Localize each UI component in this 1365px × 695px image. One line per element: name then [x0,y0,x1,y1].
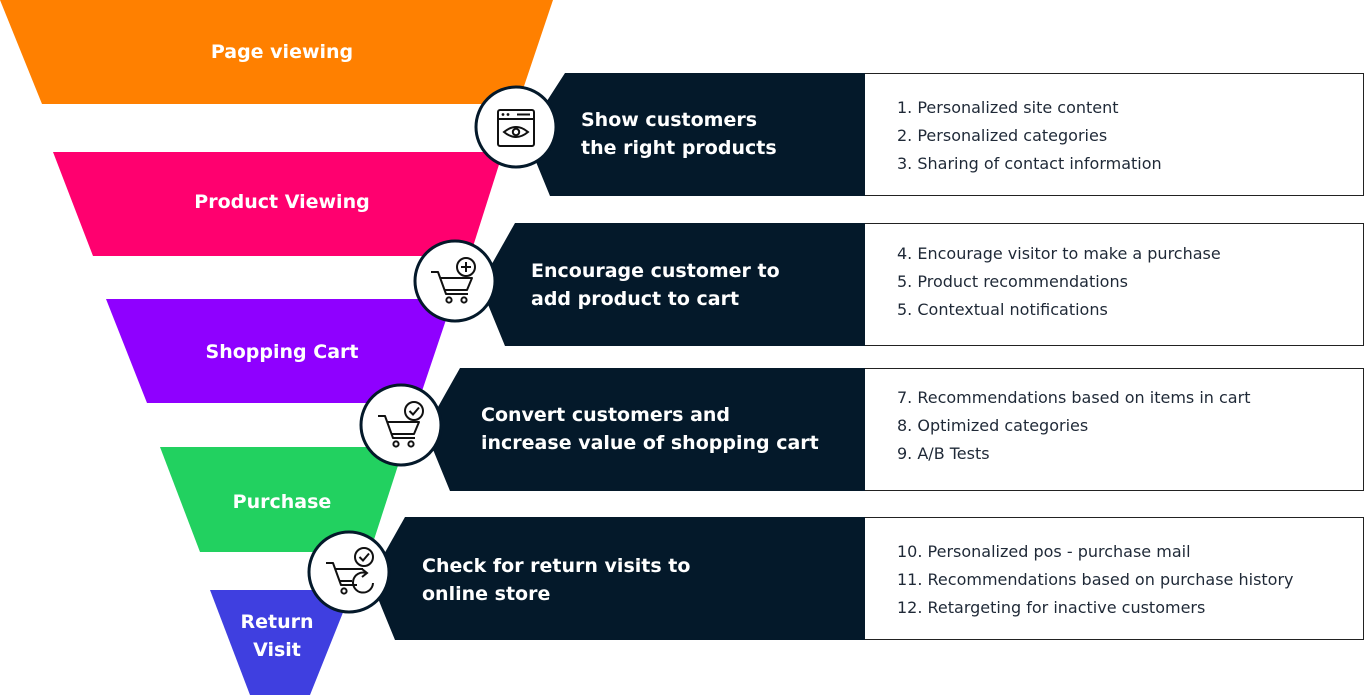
action-panel-3 [425,368,865,491]
action-text-line: add product to cart [531,288,740,310]
list-item: 9. A/B Tests [897,444,990,463]
list-item: 8. Optimized categories [897,416,1089,435]
list-item: 5. Product recommendations [897,272,1128,291]
list-item: 2. Personalized categories [897,126,1108,145]
list-item: 3. Sharing of contact information [897,154,1162,173]
action-text-line: increase value of shopping cart [481,432,819,454]
action-text-line: Show customers [581,109,758,131]
funnel-band-page-viewing [0,0,553,104]
list-item: 12. Retargeting for inactive customers [897,598,1206,617]
list-item: 4. Encourage visitor to make a purchase [897,244,1221,263]
action-text-line: Check for return visits to [422,555,691,577]
list-item: 7. Recommendations based on items in car… [897,388,1251,407]
list-item: 5. Contextual notifications [897,300,1108,319]
funnel-band-purchase [160,447,404,552]
action-panel-2 [480,223,865,346]
cart-check-icon [359,383,443,467]
cart-return-icon [307,530,391,614]
list-box-2 [863,223,1364,346]
funnel-band-return-visit [210,590,352,695]
action-text-line: online store [422,583,551,605]
action-text-line: Convert customers and [481,404,731,426]
funnel-band-shopping-cart [106,299,453,403]
action-text-1: Show customers the right products [581,106,777,162]
action-text-4: Check for return visits to online store [422,552,690,608]
action-panel-4 [370,517,865,640]
action-text-line: Encourage customer to [531,260,780,282]
list-item: 1. Personalized site content [897,98,1119,117]
cart-plus-icon [413,239,497,323]
list-item: 10. Personalized pos - purchase mail [897,542,1191,561]
action-text-2: Encourage customer to add product to car… [531,257,780,313]
funnel-band-product-viewing [53,152,503,256]
funnel-label-page-viewing: Page viewing [210,41,354,63]
list-box-3 [863,368,1364,491]
list-box-1 [863,73,1364,196]
browser-eye-icon [474,85,558,169]
funnel-label-purchase: Purchase [232,491,332,513]
list-item: 11. Recommendations based on purchase hi… [897,570,1294,589]
funnel-label-product-viewing: Product Viewing [194,191,370,213]
funnel-label-shopping-cart: Shopping Cart [205,341,359,363]
action-panel-1 [525,73,865,196]
action-text-line: the right products [581,137,777,159]
action-text-3: Convert customers and increase value of … [481,401,819,457]
funnel-label-return-visit: Return Visit [240,611,314,661]
